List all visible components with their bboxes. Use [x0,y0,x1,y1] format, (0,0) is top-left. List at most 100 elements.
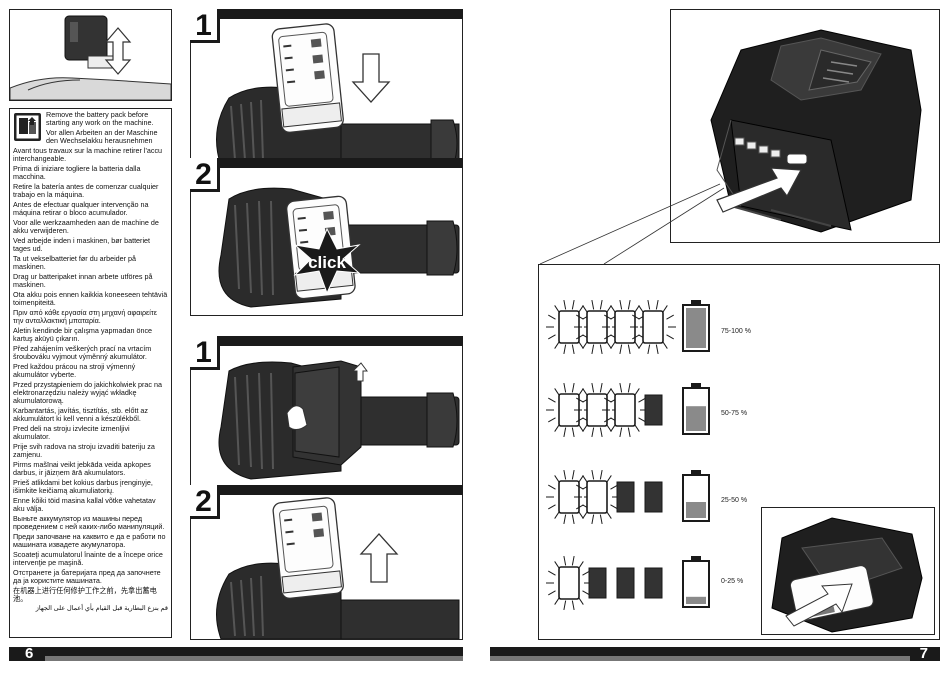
charge-label-50-75: 50-75 % [721,410,748,417]
warning-hr: Prije svih radova na stroju izvaditi bat… [13,442,155,460]
charge-label-25-50: 25-50 % [721,497,748,504]
step-number: 1 [190,9,220,43]
led-ray [591,344,595,355]
warning-el: Πριν από κάθε εργασία στη μηχανή αφαιρεί… [13,308,157,326]
warning-en: Remove the battery pack before starting … [46,110,154,128]
warning-fr: Avant tous travaux sur la machine retire… [13,146,163,164]
led-segment-off [616,481,635,513]
battery-gauge-terminal [691,556,701,561]
warning-hu: Karbantartás, javítás, tisztítás, stb. e… [13,406,149,424]
battery-click-illustration: click [218,187,460,308]
led-ray [627,427,631,438]
warning-it: Prima di iniziare togliere la batteria d… [13,164,141,182]
battery-gauge-terminal [691,383,701,388]
led-ray [576,504,584,510]
led-ray [571,600,575,611]
led-ray [563,382,567,393]
led-ray [571,299,575,310]
charge-label-75-100: 75-100 % [721,328,751,335]
led-ray [666,334,674,340]
led-ray [563,469,567,480]
step-number: 2 [190,158,220,192]
led-ray [571,555,575,566]
insert-step-1-panel: 1 [190,9,463,167]
led-ray [599,382,603,393]
led-ray [655,344,659,355]
insert-battery-illustration [216,23,460,166]
insert-arrow-icon [785,583,853,627]
page-number-left: 6 [25,645,34,662]
battery-gauge-fill [686,406,706,431]
led-segment-lit [642,310,664,344]
battery-removal-thumbnail [9,9,172,101]
led-ray [604,417,612,423]
led-segment-off [616,567,635,599]
led-ray [571,382,575,393]
led-ray [632,314,640,320]
hand-press-icon [286,405,308,431]
warning-tr: Aletin kendinde bir çalışma yapmadan önc… [13,326,153,344]
warning-ar: قم بنزع البطارية قبل القيام بأي أعمال عل… [35,605,168,613]
up-arrow-icon [359,533,399,583]
led-ray [647,299,651,310]
warning-lt: Prieš atlikdami bet kokius darbus įrengi… [13,478,153,496]
led-ray [548,484,556,490]
led-ray [599,427,603,438]
led-ray [548,570,556,576]
step-number: 1 [190,336,220,370]
led-ray [571,514,575,525]
battery-gauge-terminal [691,300,701,305]
led-ray [627,344,631,355]
left-footer-bar: 6 [9,645,463,662]
down-arrow-icon [351,53,391,103]
warning-da: Ved arbejde inden i maskinen, bør batter… [13,236,151,254]
led-ray [599,514,603,525]
charge-level-panel: 75-100 % 50-75 % 25-50 % 0-25 % [538,264,940,640]
led-ray [591,299,595,310]
page-number-right: 7 [919,645,928,662]
battery-warning-text: Remove the battery pack before starting … [9,108,172,638]
battery-warning-icon [14,113,41,141]
warning-sk: Pred každou prácou na stroji výmenný aku… [13,362,136,380]
led-ray [563,600,567,611]
led-segment-off [644,481,663,513]
battery-gauge-button-illustration [710,29,922,233]
press-release-illustration [218,360,460,480]
warning-sl: Pred deli na stroju izvlecite izmenljivi… [13,424,130,442]
led-ray [604,314,612,320]
warning-nl: Voor alle werkzaamheden aan de machine d… [13,218,159,236]
battery-gauge-fill [686,308,706,348]
led-segment-off [644,394,663,426]
led-segment-lit [614,393,636,427]
led-ray [619,427,623,438]
led-ray [655,299,659,310]
warning-zh: 在机器上进行任何修护工作之前，先拿出蓄电池。 [13,586,157,604]
led-ray [563,299,567,310]
warning-no: Ta ut vekselbatteriet før du arbeider på… [13,254,137,272]
led-ray [563,555,567,566]
charge-label-0-25: 0-25 % [721,578,744,585]
led-segment-off [644,567,663,599]
led-ray [576,314,584,320]
click-label: click [308,253,346,272]
led-ray [563,514,567,525]
led-ray [548,314,556,320]
battery-slide-illustration [10,15,171,100]
led-ray [571,469,575,480]
warning-mk: Отстранете ја батеријата пред да започне… [13,568,161,586]
led-ray [591,469,595,480]
led-ray [563,344,567,355]
charger-inset [761,507,935,635]
led-ray [599,469,603,480]
warning-sv: Drag ur batteripaket innan arbete utföre… [13,272,153,290]
warning-et: Enne kõiki töid masina kallal võtke vahe… [13,496,156,514]
warning-lv: Pirms mašīnai veikt jebkāda veida apkope… [13,460,151,478]
warning-bg: Преди започване на каквито е да е работи… [13,532,166,550]
warning-ru: Выньте аккумулятор из машины перед прове… [13,514,165,532]
led-ray [548,590,556,596]
led-ray [548,397,556,403]
step-number: 2 [190,485,220,519]
led-ray [619,344,623,355]
lift-battery-illustration [216,497,460,639]
battery-gauge-fill [686,502,706,518]
